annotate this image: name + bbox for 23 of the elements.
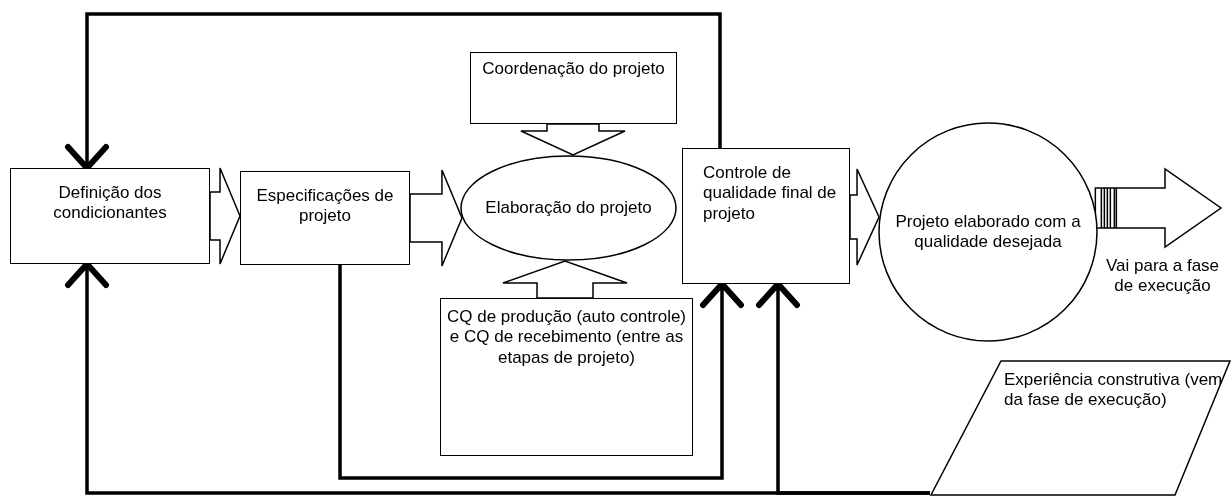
node-text: CQ de produção (auto controle) e CQ de recebimento (entre as etapas de projeto) [445, 307, 688, 369]
block-arrow [520, 123, 626, 156]
block-arrow [502, 260, 628, 299]
process-box [682, 148, 850, 284]
node-text: Especificações de projeto [255, 186, 395, 227]
process-box [470, 52, 677, 124]
block-arrow [409, 169, 463, 267]
process-box [10, 168, 210, 264]
block-arrow [209, 167, 241, 265]
input-parallelogram [930, 360, 1231, 496]
node-text: Coordenação do projeto [481, 59, 666, 80]
node-text: Experiência construtiva (vem da fase de execução) [1004, 370, 1224, 411]
node-text: Elaboração do projeto [484, 197, 653, 219]
node-text: Definição dos condicionantes [52, 183, 168, 224]
process-box [240, 171, 410, 265]
feedback-arrow [338, 265, 744, 480]
block-arrow [849, 168, 880, 266]
process-ellipse [460, 155, 677, 261]
node-text: Projeto elaborado com a qualidade desejada [894, 211, 1082, 253]
process-ellipse [878, 122, 1098, 342]
block-arrow [1094, 167, 1223, 249]
process-box [440, 298, 693, 456]
node-text: Controle de qualidade final de projeto [703, 163, 838, 225]
